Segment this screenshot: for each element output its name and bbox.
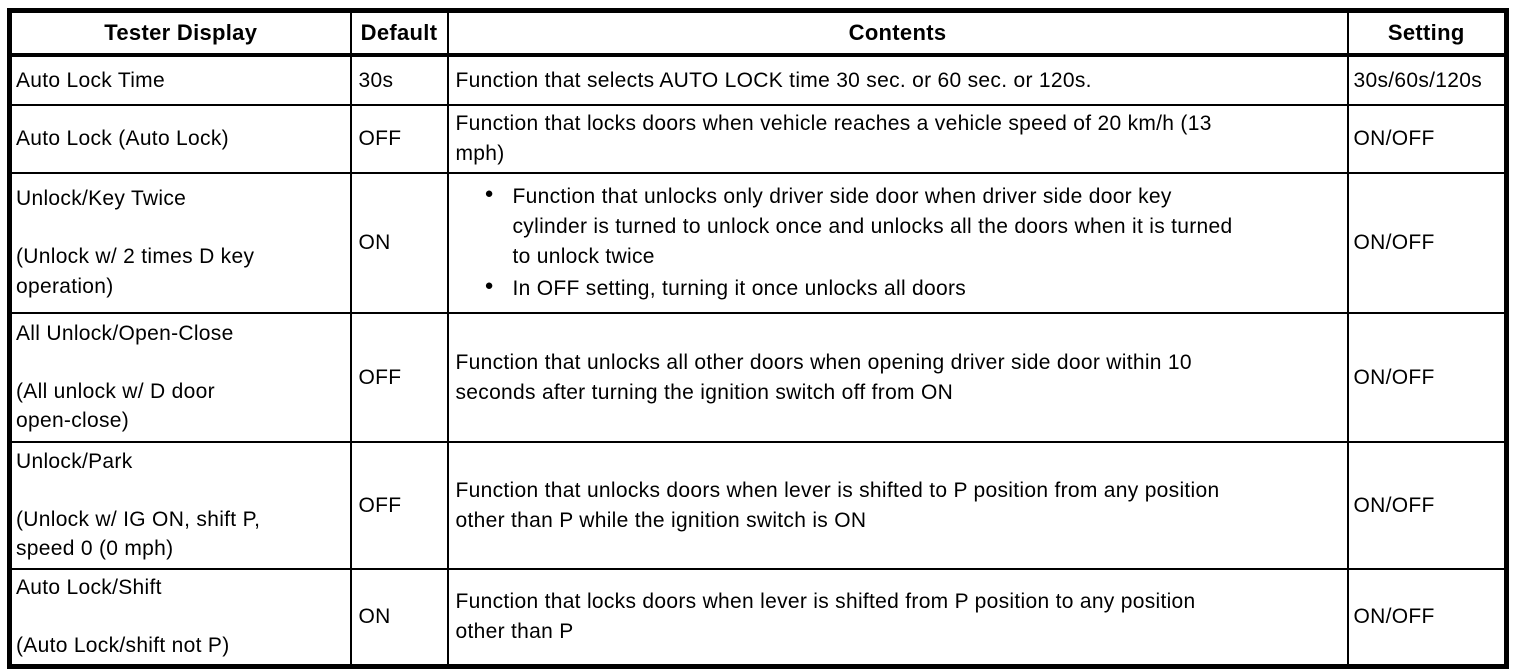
bullet-item: In OFF setting, turning it once unlocks … <box>485 274 1341 304</box>
contents-cell: Function that selects AUTO LOCK time 30 … <box>446 54 1349 106</box>
col-header-setting: Setting <box>1346 9 1508 57</box>
tester-display-cell: Unlock/Park (Unlock w/ IG ON, shift P, sp… <box>8 441 352 570</box>
col-header-contents: Contents <box>446 9 1349 57</box>
tester-display-note: (Unlock w/ IG ON, shift P, speed 0 (0 mp… <box>16 507 261 561</box>
contents-text: Function that unlocks all other doors wh… <box>455 350 1192 404</box>
tester-display-note: (Auto Lock/shift not P) <box>16 633 230 657</box>
contents-cell: Function that unlocks all other doors wh… <box>446 312 1349 443</box>
setting-options-cell: ON/OFF <box>1346 172 1508 314</box>
contents-text: Function that locks doors when vehicle r… <box>455 112 1212 165</box>
bullet-item: Function that unlocks only driver side d… <box>485 182 1341 271</box>
setting-options-cell: ON/OFF <box>1346 441 1508 570</box>
contents-text: Function that selects AUTO LOCK time 30 … <box>455 68 1092 92</box>
tester-display-cell: Auto Lock (Auto Lock) <box>8 104 352 174</box>
contents-cell: Function that unlocks doors when lever i… <box>446 441 1349 570</box>
contents-bullet-list: Function that unlocks only driver side d… <box>456 182 1341 303</box>
tester-display-name: Auto Lock (Auto Lock) <box>16 127 229 151</box>
table-row: Auto Lock/Shift (Auto Lock/shift not P) ON… <box>8 567 1508 668</box>
contents-cell: Function that locks doors when lever is … <box>446 567 1349 668</box>
table-row: Unlock/Park (Unlock w/ IG ON, shift P, sp… <box>8 441 1508 570</box>
tester-display-cell: All Unlock/Open-Close (All unlock w/ D do… <box>8 312 352 443</box>
tester-display-cell: Auto Lock/Shift (Auto Lock/shift not P) <box>8 567 352 668</box>
header-row: Tester Display Default Contents Setting <box>8 9 1508 57</box>
tester-display-name: Auto Lock/Shift <box>16 576 162 599</box>
tester-display-cell: Auto Lock Time <box>8 54 352 106</box>
setting-options-cell: ON/OFF <box>1346 567 1508 668</box>
tester-display-name: Unlock/Key Twice <box>16 187 187 211</box>
tester-display-cell: Unlock/Key Twice (Unlock w/ 2 times D key… <box>8 172 352 314</box>
default-value-cell: 30s <box>349 54 449 106</box>
default-value-cell: ON <box>349 172 449 314</box>
col-header-default: Default <box>349 9 449 57</box>
default-value-cell: OFF <box>349 441 449 570</box>
contents-text: Function that locks doors when lever is … <box>455 590 1196 643</box>
setting-options-cell: ON/OFF <box>1346 312 1508 443</box>
tester-display-note: (Unlock w/ 2 times D key operation) <box>16 245 255 298</box>
contents-cell: Function that locks doors when vehicle r… <box>446 104 1349 174</box>
tester-display-name: All Unlock/Open-Close <box>16 321 234 345</box>
contents-cell: Function that unlocks only driver side d… <box>446 172 1349 314</box>
contents-text: Function that unlocks doors when lever i… <box>455 478 1220 532</box>
default-value-cell: OFF <box>349 104 449 174</box>
setting-options-cell: ON/OFF <box>1346 104 1508 174</box>
default-value-cell: OFF <box>349 312 449 443</box>
table-row: All Unlock/Open-Close (All unlock w/ D do… <box>8 312 1508 443</box>
default-value-cell: ON <box>349 567 449 668</box>
setting-options-cell: 30s/60s/120s <box>1346 54 1508 106</box>
tester-display-name: Auto Lock Time <box>16 68 165 92</box>
tester-display-name: Unlock/Park <box>16 449 133 473</box>
tester-display-note: (All unlock w/ D door open-close) <box>16 379 215 433</box>
table-row: Unlock/Key Twice (Unlock w/ 2 times D key… <box>8 172 1508 314</box>
col-header-tester-display: Tester Display <box>8 9 352 57</box>
door-lock-settings-table: Tester Display Default Contents Setting … <box>7 8 1509 669</box>
